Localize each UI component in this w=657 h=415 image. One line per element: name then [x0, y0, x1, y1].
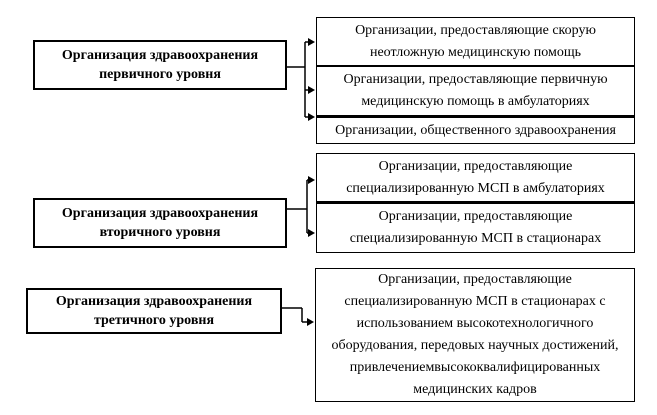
connector-arrowheads-secondary — [308, 176, 315, 237]
box-text-line: Организации, общественного здравоохранен… — [335, 122, 616, 138]
left-box-tertiary-level: Организация здравоохранения третичного у… — [26, 288, 282, 334]
box-text-line: первичного уровня — [99, 67, 221, 82]
box-text-line: Организация здравоохранения — [55, 294, 253, 309]
box-text-line: специализированную МСП в стационарах с — [344, 294, 606, 309]
arrowhead-icon — [308, 113, 315, 121]
box-text-line: медицинскую помощь в амбулаториях — [361, 94, 590, 109]
right-box-public-health: Организации, общественного здравоохранен… — [316, 115, 635, 144]
box-text-line: использованием высокотехнологичного — [356, 316, 594, 331]
box-text-line: Организации, предоставляющие — [378, 209, 573, 224]
box-text-line: специализированную МСП в стационарах — [349, 231, 602, 246]
box-text-line: третичного уровня — [93, 313, 215, 328]
box-text-line: оборудования, передовых научных достижен… — [331, 338, 619, 353]
connector-arrowheads-primary — [308, 38, 315, 121]
box-text-line: привлечениемвысококвалифицированных — [349, 360, 601, 375]
arrowhead-icon — [308, 229, 315, 237]
arrowhead-icon — [308, 86, 315, 94]
connector-group-primary — [287, 41, 309, 118]
box-text-line: медицинских кадров — [413, 382, 537, 397]
box-text-line: Организации, предоставляющие скорую — [355, 22, 596, 38]
box-text-line: Организации, предоставляющие первичную — [343, 72, 608, 87]
right-box-specialized-inpatient: Организации, предоставляющие специализир… — [316, 201, 635, 253]
right-box-emergency-care: Организации, предоставляющие скорую неот… — [316, 17, 635, 66]
box-text-line: Организация здравоохранения — [61, 206, 259, 221]
connector-group-tertiary — [282, 307, 308, 323]
connector-group-secondary — [287, 179, 309, 234]
box-text-line: вторичного уровня — [99, 225, 221, 240]
box-text-line: Организации, предоставляющие — [378, 158, 573, 174]
right-box-primary-ambulatory-care: Организации, предоставляющие первичную м… — [316, 66, 635, 116]
box-text-line: Организации, предоставляющие — [378, 272, 572, 287]
arrowhead-icon — [308, 38, 315, 46]
right-box-hightech-inpatient: Организации, предоставляющие специализир… — [315, 268, 635, 402]
connector-arrowheads-tertiary — [307, 318, 314, 326]
left-box-primary-level: Организация здравоохранения первичного у… — [33, 40, 287, 90]
box-text-line: неотложную медицинскую помощь — [369, 44, 582, 60]
left-box-secondary-level: Организация здравоохранения вторичного у… — [33, 198, 287, 248]
right-box-specialized-ambulatory: Организации, предоставляющие специализир… — [316, 153, 635, 202]
arrowhead-icon — [308, 176, 315, 184]
box-text-line: Организация здравоохранения — [61, 48, 259, 63]
box-text-line: специализированную МСП в амбулаториях — [346, 180, 605, 196]
arrowhead-icon — [307, 318, 314, 326]
